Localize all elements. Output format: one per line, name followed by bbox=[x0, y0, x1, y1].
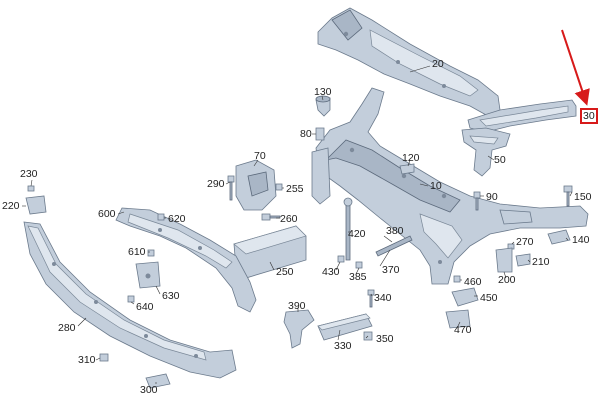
callout-70[interactable]: 70 bbox=[254, 150, 266, 162]
callout-340[interactable]: 340 bbox=[374, 292, 392, 304]
callout-450[interactable]: 450 bbox=[480, 292, 498, 304]
part-50-bracket bbox=[461, 127, 511, 177]
part-140-bracket bbox=[547, 229, 571, 245]
callout-20[interactable]: 20 bbox=[432, 58, 444, 70]
callout-420[interactable]: 420 bbox=[348, 228, 366, 240]
callout-390[interactable]: 390 bbox=[288, 300, 306, 312]
part-420-rod bbox=[343, 197, 353, 261]
callout-250[interactable]: 250 bbox=[276, 266, 294, 278]
part-470-holder bbox=[445, 309, 471, 329]
callout-80[interactable]: 80 bbox=[300, 128, 312, 140]
part-120-clip bbox=[399, 163, 415, 175]
part-150-bolt bbox=[563, 185, 573, 207]
part-450-bracket bbox=[451, 287, 479, 307]
part-340-screw bbox=[367, 289, 375, 308]
callout-350[interactable]: 350 bbox=[376, 333, 394, 345]
callout-140[interactable]: 140 bbox=[572, 234, 590, 246]
callout-130[interactable]: 130 bbox=[314, 86, 332, 98]
callout-90[interactable]: 90 bbox=[486, 191, 498, 203]
callout-370[interactable]: 370 bbox=[382, 264, 400, 276]
part-460-bolt bbox=[453, 275, 461, 283]
part-80-screw bbox=[315, 127, 325, 141]
callout-330[interactable]: 330 bbox=[334, 340, 352, 352]
callout-255[interactable]: 255 bbox=[286, 183, 304, 195]
part-385-bolt bbox=[355, 261, 363, 269]
part-260-bolt bbox=[261, 213, 281, 221]
part-310-screw bbox=[99, 353, 109, 362]
callout-640[interactable]: 640 bbox=[136, 301, 154, 313]
callout-210[interactable]: 210 bbox=[532, 256, 550, 268]
part-280-bumper-bar bbox=[23, 221, 237, 379]
callout-430[interactable]: 430 bbox=[322, 266, 340, 278]
callout-200[interactable]: 200 bbox=[498, 274, 516, 286]
part-290-bolt bbox=[227, 175, 235, 201]
callout-290[interactable]: 290 bbox=[207, 178, 225, 190]
part-255-screw bbox=[275, 183, 283, 191]
part-600-cross-member bbox=[115, 207, 257, 313]
part-250-cover bbox=[233, 225, 307, 279]
callout-385[interactable]: 385 bbox=[349, 271, 367, 283]
callout-230[interactable]: 230 bbox=[20, 168, 38, 180]
callout-600[interactable]: 600 bbox=[98, 208, 116, 220]
callout-270[interactable]: 270 bbox=[516, 236, 534, 248]
part-640-screw bbox=[127, 295, 135, 303]
callout-10[interactable]: 10 bbox=[430, 180, 442, 192]
part-20-upper-rail bbox=[317, 7, 501, 117]
callout-310[interactable]: 310 bbox=[78, 354, 96, 366]
callout-610[interactable]: 610 bbox=[128, 246, 146, 258]
part-610-clip bbox=[147, 249, 155, 257]
leader-lines bbox=[22, 65, 573, 384]
callout-150[interactable]: 150 bbox=[574, 191, 592, 203]
part-70-bracket bbox=[235, 159, 277, 211]
callout-630[interactable]: 630 bbox=[162, 290, 180, 302]
part-220-bracket bbox=[25, 195, 47, 215]
part-210-clip bbox=[515, 253, 531, 267]
callout-300[interactable]: 300 bbox=[140, 384, 158, 396]
part-630-bracket bbox=[135, 261, 161, 289]
part-90-bolt bbox=[473, 191, 481, 211]
callout-470[interactable]: 470 bbox=[454, 324, 472, 336]
callout-620[interactable]: 620 bbox=[168, 213, 186, 225]
part-620-clip bbox=[157, 213, 165, 221]
part-230-screw bbox=[27, 185, 35, 192]
part-330-block bbox=[317, 313, 373, 341]
callout-260[interactable]: 260 bbox=[280, 213, 298, 225]
callout-380[interactable]: 380 bbox=[386, 225, 404, 237]
part-430-bolt bbox=[337, 255, 345, 263]
callout-280[interactable]: 280 bbox=[58, 322, 76, 334]
part-390-bracket bbox=[283, 309, 315, 349]
part-380-strut bbox=[375, 235, 413, 257]
callout-30[interactable]: 30 bbox=[580, 108, 598, 124]
part-300-clip bbox=[145, 373, 171, 389]
callout-460[interactable]: 460 bbox=[464, 276, 482, 288]
part-10-support-frame bbox=[311, 87, 589, 285]
part-200-holder bbox=[495, 247, 513, 273]
callout-220[interactable]: 220 bbox=[2, 200, 20, 212]
highlight-arrow bbox=[561, 29, 590, 106]
callout-50[interactable]: 50 bbox=[494, 154, 506, 166]
callout-120[interactable]: 120 bbox=[402, 152, 420, 164]
